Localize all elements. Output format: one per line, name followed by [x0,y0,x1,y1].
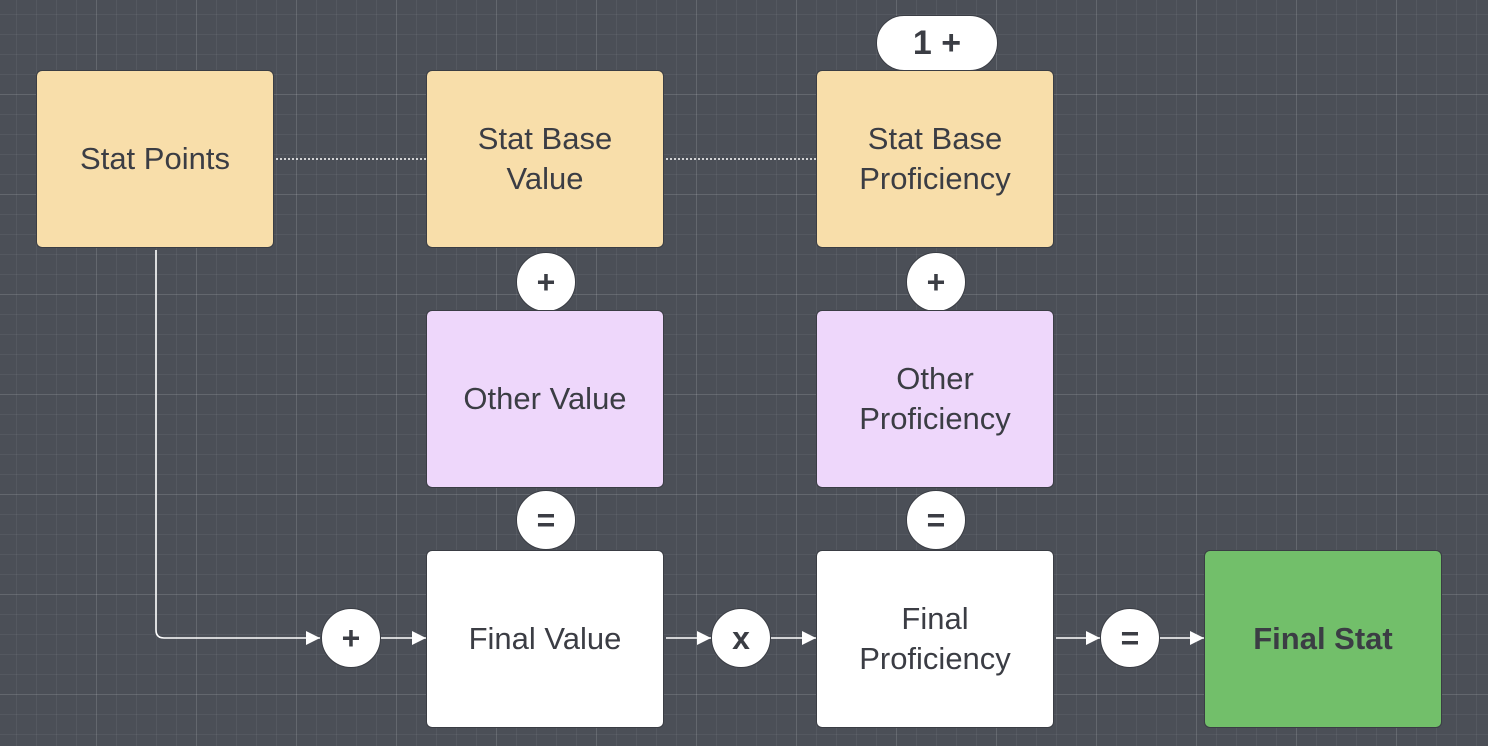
plus-operator-stat-points[interactable]: + [321,608,381,668]
equals-operator-proficiency[interactable]: = [906,490,966,550]
other-value-node[interactable]: Other Value [426,310,664,488]
final-proficiency-label: Final Proficiency [859,601,1011,676]
one-plus-label: 1 + [912,23,962,62]
equals-operator-proficiency-label: = [926,502,946,538]
plus-operator-stat-points-label: + [341,620,361,656]
final-value-node[interactable]: Final Value [426,550,664,728]
final-proficiency-node[interactable]: Final Proficiency [816,550,1054,728]
final-stat-label: Final Stat [1253,621,1393,656]
final-stat-node[interactable]: Final Stat [1204,550,1442,728]
equals-operator-final-label: = [1120,620,1140,656]
stat-base-value-node[interactable]: Stat Base Value [426,70,664,248]
plus-operator-value[interactable]: + [516,252,576,312]
equals-operator-final[interactable]: = [1100,608,1160,668]
stat-points-label: Stat Points [80,141,230,176]
equals-operator-value-label: = [536,502,556,538]
stat-base-proficiency-label: Stat Base Proficiency [859,121,1011,196]
other-proficiency-label: Other Proficiency [859,361,1011,436]
plus-operator-proficiency[interactable]: + [906,252,966,312]
stat-points-node[interactable]: Stat Points [36,70,274,248]
stat-base-proficiency-node[interactable]: Stat Base Proficiency [816,70,1054,248]
times-operator[interactable]: x [711,608,771,668]
stat-base-value-label: Stat Base Value [477,121,613,196]
equals-operator-value[interactable]: = [516,490,576,550]
one-plus-operator[interactable]: 1 + [876,15,998,71]
other-value-label: Other Value [463,381,627,416]
plus-operator-value-label: + [536,264,556,300]
other-proficiency-node[interactable]: Other Proficiency [816,310,1054,488]
times-operator-label: x [732,620,750,656]
plus-operator-proficiency-label: + [926,264,946,300]
connector-stat-points-to-plus [155,250,320,645]
final-value-label: Final Value [468,621,622,656]
